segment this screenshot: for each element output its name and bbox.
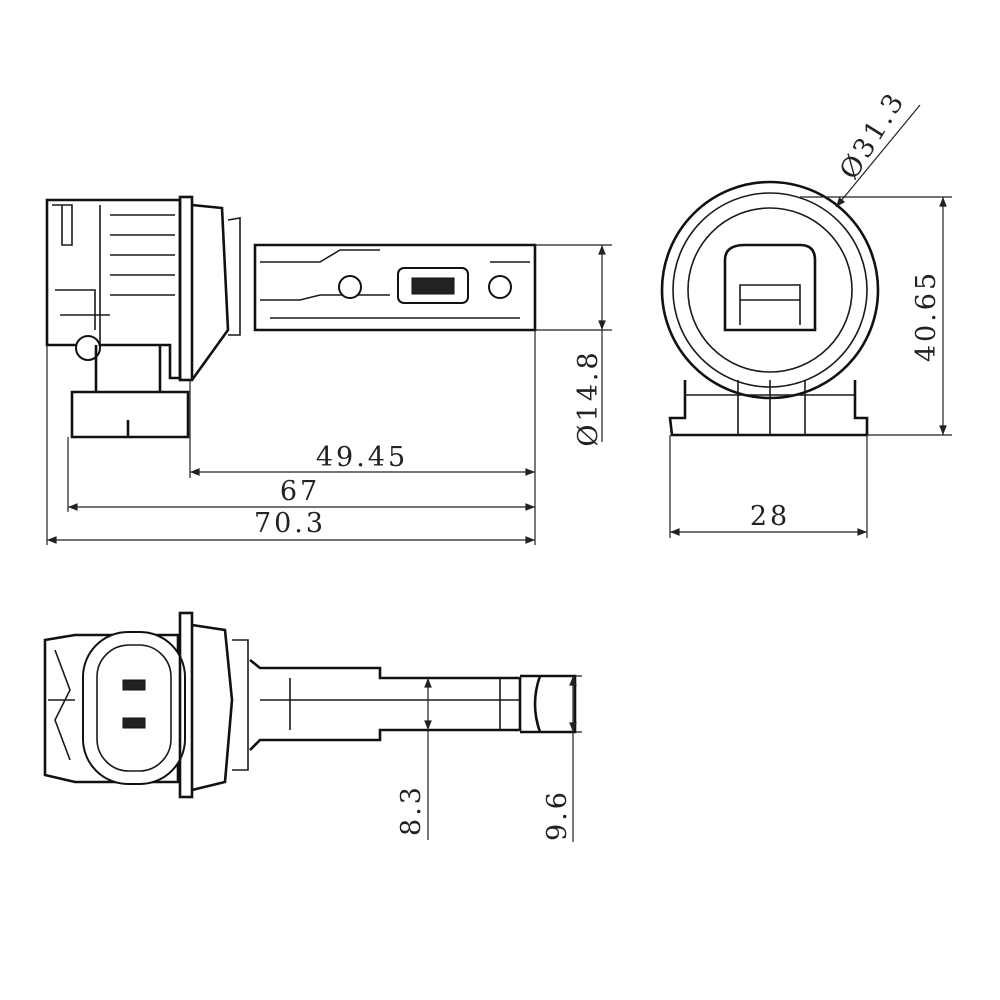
dim-tip-thickness: 9.6 xyxy=(542,789,573,841)
dim-stem-thickness: 8.3 xyxy=(396,784,427,836)
side-view-dimensions: 49.45 67 70.3 Ø14.8 xyxy=(46,244,612,545)
dim-overall-length: 70.3 xyxy=(254,508,326,539)
dim-flange-height: 40.65 xyxy=(911,270,942,362)
front-view-dimensions: Ø31.3 40.65 28 xyxy=(669,86,952,538)
side-view xyxy=(45,195,537,439)
connector-oval xyxy=(82,631,186,785)
dim-body-diameter: Ø14.8 xyxy=(573,349,604,446)
dim-flange-diameter: Ø31.3 xyxy=(834,86,912,185)
top-view-dimensions: 8.3 9.6 xyxy=(396,675,582,842)
screw-icon xyxy=(338,275,362,299)
dim-length-to-connector: 67 xyxy=(280,476,320,507)
dim-base-width: 28 xyxy=(750,501,790,532)
screw-icon xyxy=(75,335,101,361)
front-view xyxy=(660,180,880,437)
dim-length-from-flange: 49.45 xyxy=(316,442,408,473)
screw-icon xyxy=(488,275,512,299)
top-view xyxy=(43,611,577,799)
